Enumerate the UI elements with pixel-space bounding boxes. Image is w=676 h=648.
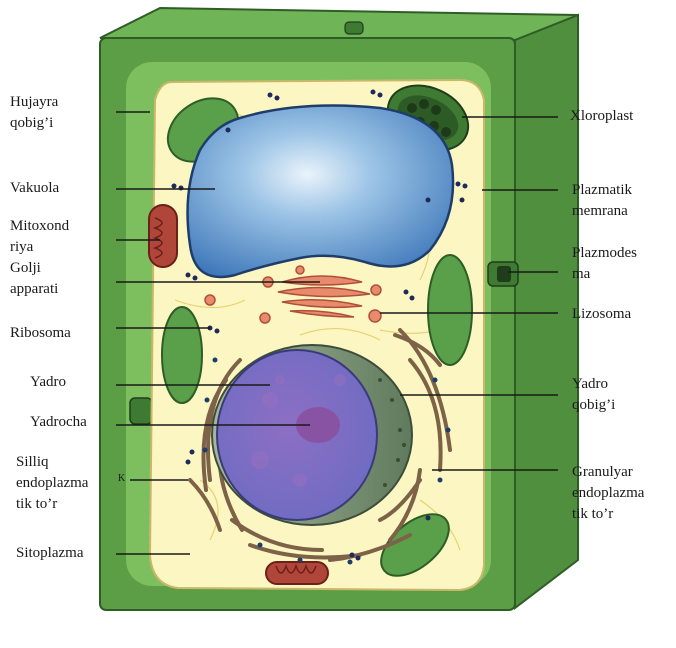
label-line: qobig’i bbox=[10, 113, 58, 134]
label-line: Yadro bbox=[30, 372, 66, 393]
label-silliq-endoplazma: Silliq endoplazma tik to’r bbox=[16, 452, 88, 515]
label-lizosoma: Lizosoma bbox=[572, 304, 631, 325]
label-line: Golji bbox=[10, 258, 58, 279]
label-line: Lizosoma bbox=[572, 304, 631, 325]
label-line: Hujayra bbox=[10, 92, 58, 113]
cell-wall-top bbox=[100, 8, 578, 40]
label-sitoplazma: Sitoplazma bbox=[16, 543, 84, 564]
mitochondrion bbox=[149, 205, 177, 267]
plasmodesma-channel bbox=[497, 266, 511, 282]
label-mitoxondriya: Mitoxond riya bbox=[10, 216, 69, 258]
label-hujayra-qobigi: Hujayra qobig’i bbox=[10, 92, 58, 134]
label-plazmodesma: Plazmodes ma bbox=[572, 243, 637, 285]
label-yadro: Yadro bbox=[30, 372, 66, 393]
label-ribosoma: Ribosoma bbox=[10, 323, 71, 344]
nucleoplasm bbox=[217, 350, 377, 520]
chloroplast bbox=[162, 307, 202, 403]
label-xloroplast: Xloroplast bbox=[570, 106, 633, 127]
wall-pit-top bbox=[345, 22, 363, 34]
label-line: Yadro bbox=[572, 374, 615, 395]
label-line: Xloroplast bbox=[570, 106, 633, 127]
chloroplast bbox=[428, 255, 472, 365]
label-line: riya bbox=[10, 237, 69, 258]
label-line: endoplazma bbox=[16, 473, 88, 494]
label-line: qobig’i bbox=[572, 395, 615, 416]
label-line: Vakuola bbox=[10, 178, 59, 199]
cell-wall-side bbox=[515, 15, 578, 608]
label-line: tik to’r bbox=[572, 504, 644, 525]
nucleus bbox=[212, 345, 412, 525]
label-line: Plazmatik bbox=[572, 180, 632, 201]
label-yadrocha: Yadrocha bbox=[30, 412, 87, 433]
label-yadro-qobigi: Yadro qobig’i bbox=[572, 374, 615, 416]
label-granulyar-endoplazma: Granulyar endoplazma tik to’r bbox=[572, 462, 644, 525]
label-line: ma bbox=[572, 264, 637, 285]
label-line: Ribosoma bbox=[10, 323, 71, 344]
label-line: memrana bbox=[572, 201, 632, 222]
label-line: tik to’r bbox=[16, 494, 88, 515]
label-line: Silliq bbox=[16, 452, 88, 473]
stray-mark: K bbox=[118, 473, 125, 485]
label-line: apparati bbox=[10, 279, 58, 300]
label-line: endoplazma bbox=[572, 483, 644, 504]
label-plazmatik-membrana: Plazmatik memrana bbox=[572, 180, 632, 222]
label-vakuola: Vakuola bbox=[10, 178, 59, 199]
label-golji-apparati: Golji apparati bbox=[10, 258, 58, 300]
label-line: Plazmodes bbox=[572, 243, 637, 264]
label-line: Sitoplazma bbox=[16, 543, 84, 564]
wall-pit-left bbox=[130, 398, 152, 424]
label-line: Granulyar bbox=[572, 462, 644, 483]
label-line: Yadrocha bbox=[30, 412, 87, 433]
mitochondrion bbox=[266, 562, 328, 584]
label-line: Mitoxond bbox=[10, 216, 69, 237]
